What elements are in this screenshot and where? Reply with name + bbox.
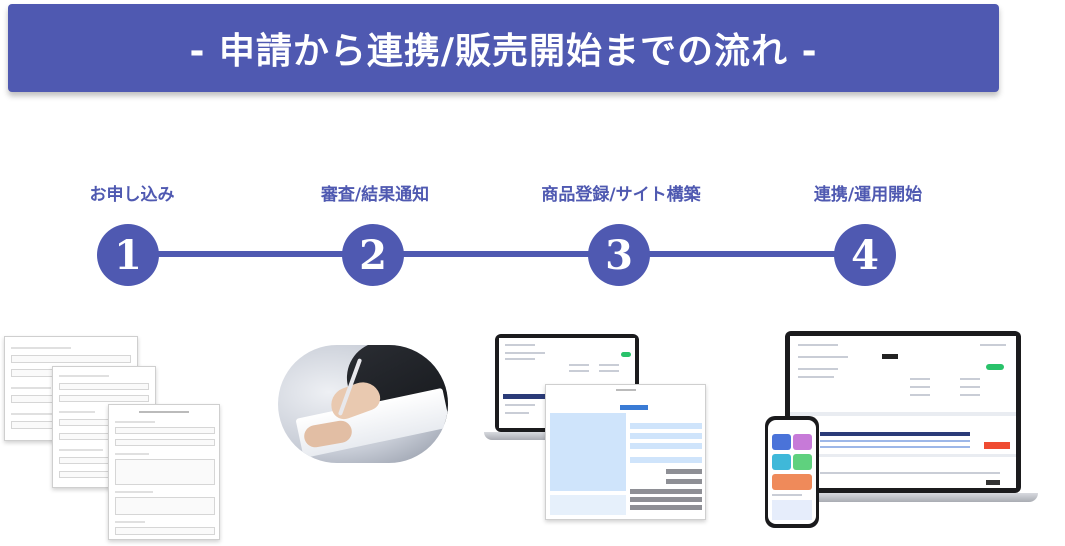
step-2-label: 審査/結果通知: [320, 185, 430, 205]
step-2-number-badge: 2: [342, 224, 404, 286]
step-1-label: お申し込み: [89, 185, 175, 205]
product-form-sheet: [545, 384, 706, 520]
step-3-label: 商品登録/サイト構築: [541, 185, 701, 205]
step-4-number-badge: 4: [834, 224, 896, 286]
dashboard-laptop-screen: [785, 331, 1021, 493]
step-1-number-badge: 1: [97, 224, 159, 286]
dashboard-laptop-base: [770, 493, 1038, 502]
smartphone: [765, 416, 819, 528]
step-3-number-badge: 3: [588, 224, 650, 286]
page-title: - 申請から連携/販売開始までの流れ -: [189, 31, 818, 72]
timeline-connector: [128, 251, 864, 257]
hand-writing-photo: [278, 345, 448, 463]
step-4-label: 連携/運用開始: [813, 185, 923, 205]
header-banner: - 申請から連携/販売開始までの流れ -: [8, 4, 999, 92]
form-sheet-front: [108, 404, 220, 540]
